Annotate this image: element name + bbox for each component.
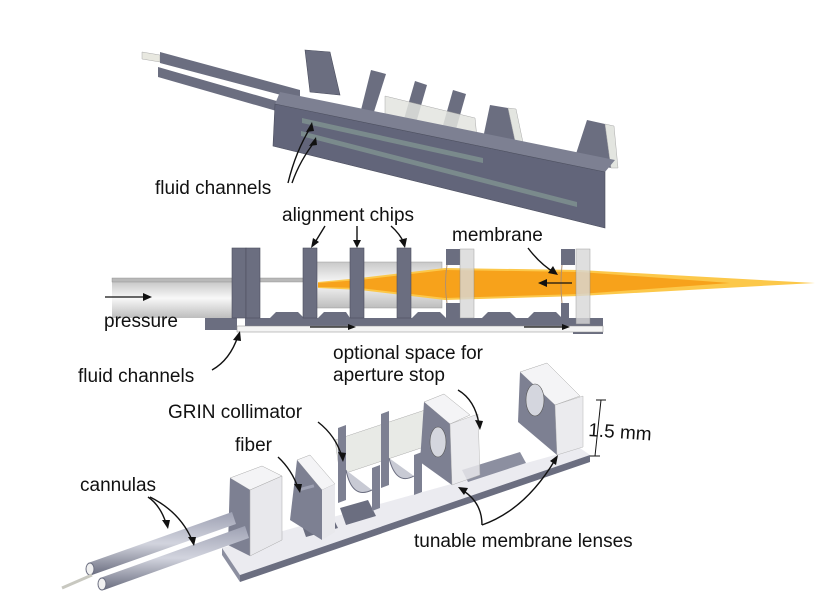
aperture-stop-arrowhead [475, 420, 483, 430]
base-bump-3 [412, 312, 446, 318]
alignment-chip-2 [349, 247, 365, 319]
top-cannula-1 [160, 52, 300, 100]
lens-holder-1-bottom [446, 303, 460, 318]
base-rib-2 [340, 500, 376, 525]
grin-arrowhead [338, 452, 346, 462]
lens-block-2-glass [554, 395, 584, 456]
pressure-tube [112, 282, 242, 318]
base-bump-4 [482, 312, 516, 318]
cannula-block-side [249, 475, 283, 557]
mid-fluid-channels-label: fluid channels [78, 366, 194, 387]
membrane-2 [560, 264, 563, 304]
lens-block-2-aperture [525, 383, 545, 417]
base-plate-left [205, 318, 237, 330]
bottom-base-front [240, 455, 590, 582]
lens-holder-2-bottom [561, 303, 569, 318]
u-holder-2-curve [388, 457, 415, 480]
lens-arrow-2 [481, 459, 556, 526]
membrane-label: membrane [452, 225, 543, 246]
alignment-chip-3 [396, 247, 412, 319]
fiber-label: fiber [235, 435, 273, 456]
top-fluid-channel-1 [302, 118, 483, 163]
membrane-arrowhead [548, 266, 558, 275]
pressure-direction-arrowhead [538, 279, 547, 287]
membrane-1 [445, 264, 448, 304]
end-chip-outer [231, 247, 247, 319]
optional-space-label-line2: aperture stop [333, 365, 445, 386]
cannula-arrowhead-1 [162, 520, 170, 529]
dimension-line [594, 399, 602, 457]
optional-space-label-line1: optional space for [333, 343, 484, 364]
chip-arrowhead-1 [311, 238, 319, 248]
fiber-line [111, 277, 308, 283]
top-lens-holder-2-glass [604, 123, 619, 169]
lens-holder-2-top [561, 249, 575, 265]
top-fluid-channels-label: fluid channels [155, 178, 271, 199]
base-bump-1 [270, 312, 304, 318]
lens-block-1-aperture [429, 426, 447, 458]
lens-block-1-glass [449, 413, 481, 486]
fiber-block-front [290, 460, 322, 540]
base-bump-2 [318, 312, 350, 318]
tunable-lenses-label: tunable membrane lenses [414, 531, 633, 552]
aperture-stop-arrow [457, 389, 480, 425]
pressure-label: pressure [104, 311, 178, 332]
bottom-base-side [222, 548, 240, 582]
fiber-arrowhead [294, 484, 302, 493]
lens-arrowhead-2 [550, 455, 558, 465]
bottom-base-top [222, 448, 590, 575]
channel-flow-arrowhead-2 [562, 324, 570, 330]
light-beam-core [318, 270, 730, 298]
channel-flow-arrowhead-1 [348, 324, 356, 330]
top-fluid-arrowhead-1 [306, 122, 314, 132]
u-holder-2-right [414, 452, 422, 495]
cannula-2-end [97, 577, 107, 591]
bottom-3d-assembly: 1.5 mm GRIN collimator fiber cannulas tu… [61, 362, 653, 591]
base-bump-5 [528, 312, 562, 318]
mid-fluid-arrow [211, 335, 239, 371]
top-fluid-channel-2 [301, 131, 577, 207]
chip-arrowhead-3 [399, 238, 407, 248]
cannula-arrow-2 [149, 496, 193, 541]
fiber-stub [300, 484, 315, 491]
top-base-top [275, 92, 615, 172]
u-holder-1-curve [345, 469, 373, 493]
alignment-chips-label: alignment chips [282, 205, 414, 226]
cannula-1-end [85, 562, 95, 576]
top-base-front [272, 103, 606, 229]
base-plate [245, 318, 575, 326]
bottom-fiber [61, 573, 93, 590]
cannulas-label: cannulas [80, 475, 156, 496]
top-end-block [304, 49, 341, 96]
lens-arrowhead-1 [458, 487, 468, 495]
top-fluid-arrowhead-2 [309, 137, 317, 146]
lens-block-1-top [423, 393, 471, 425]
end-chip-inner [245, 247, 261, 319]
u-holder-1-right [372, 465, 380, 511]
mid-fluid-arrowhead [233, 331, 241, 341]
lens-holder-1-glass [459, 248, 475, 319]
top-fiber [141, 51, 161, 63]
fiber-block-side [322, 484, 335, 540]
fluid-channel-strip [236, 325, 604, 333]
u-holder-1-left [338, 425, 346, 503]
top-cannula-2 [158, 67, 280, 112]
grin-collimator-label: GRIN collimator [168, 402, 303, 423]
lens-holder-1-top [446, 249, 460, 265]
lens-holder-2-glass [575, 248, 591, 325]
pressure-arrowhead [143, 293, 152, 301]
chip-arrowhead-2 [353, 240, 361, 248]
cannula-1 [88, 512, 236, 575]
top-chip-1 [360, 70, 386, 118]
u-holder-2-left [381, 411, 389, 488]
alignment-chip-1 [302, 247, 318, 319]
dimension-label: 1.5 mm [588, 420, 653, 445]
cross-section-assembly: alignment chips membrane pressure [78, 205, 815, 387]
cannula-2 [100, 526, 249, 590]
cannula-arrowhead-2 [188, 537, 196, 546]
top-3d-assembly: fluid channels [141, 49, 619, 229]
